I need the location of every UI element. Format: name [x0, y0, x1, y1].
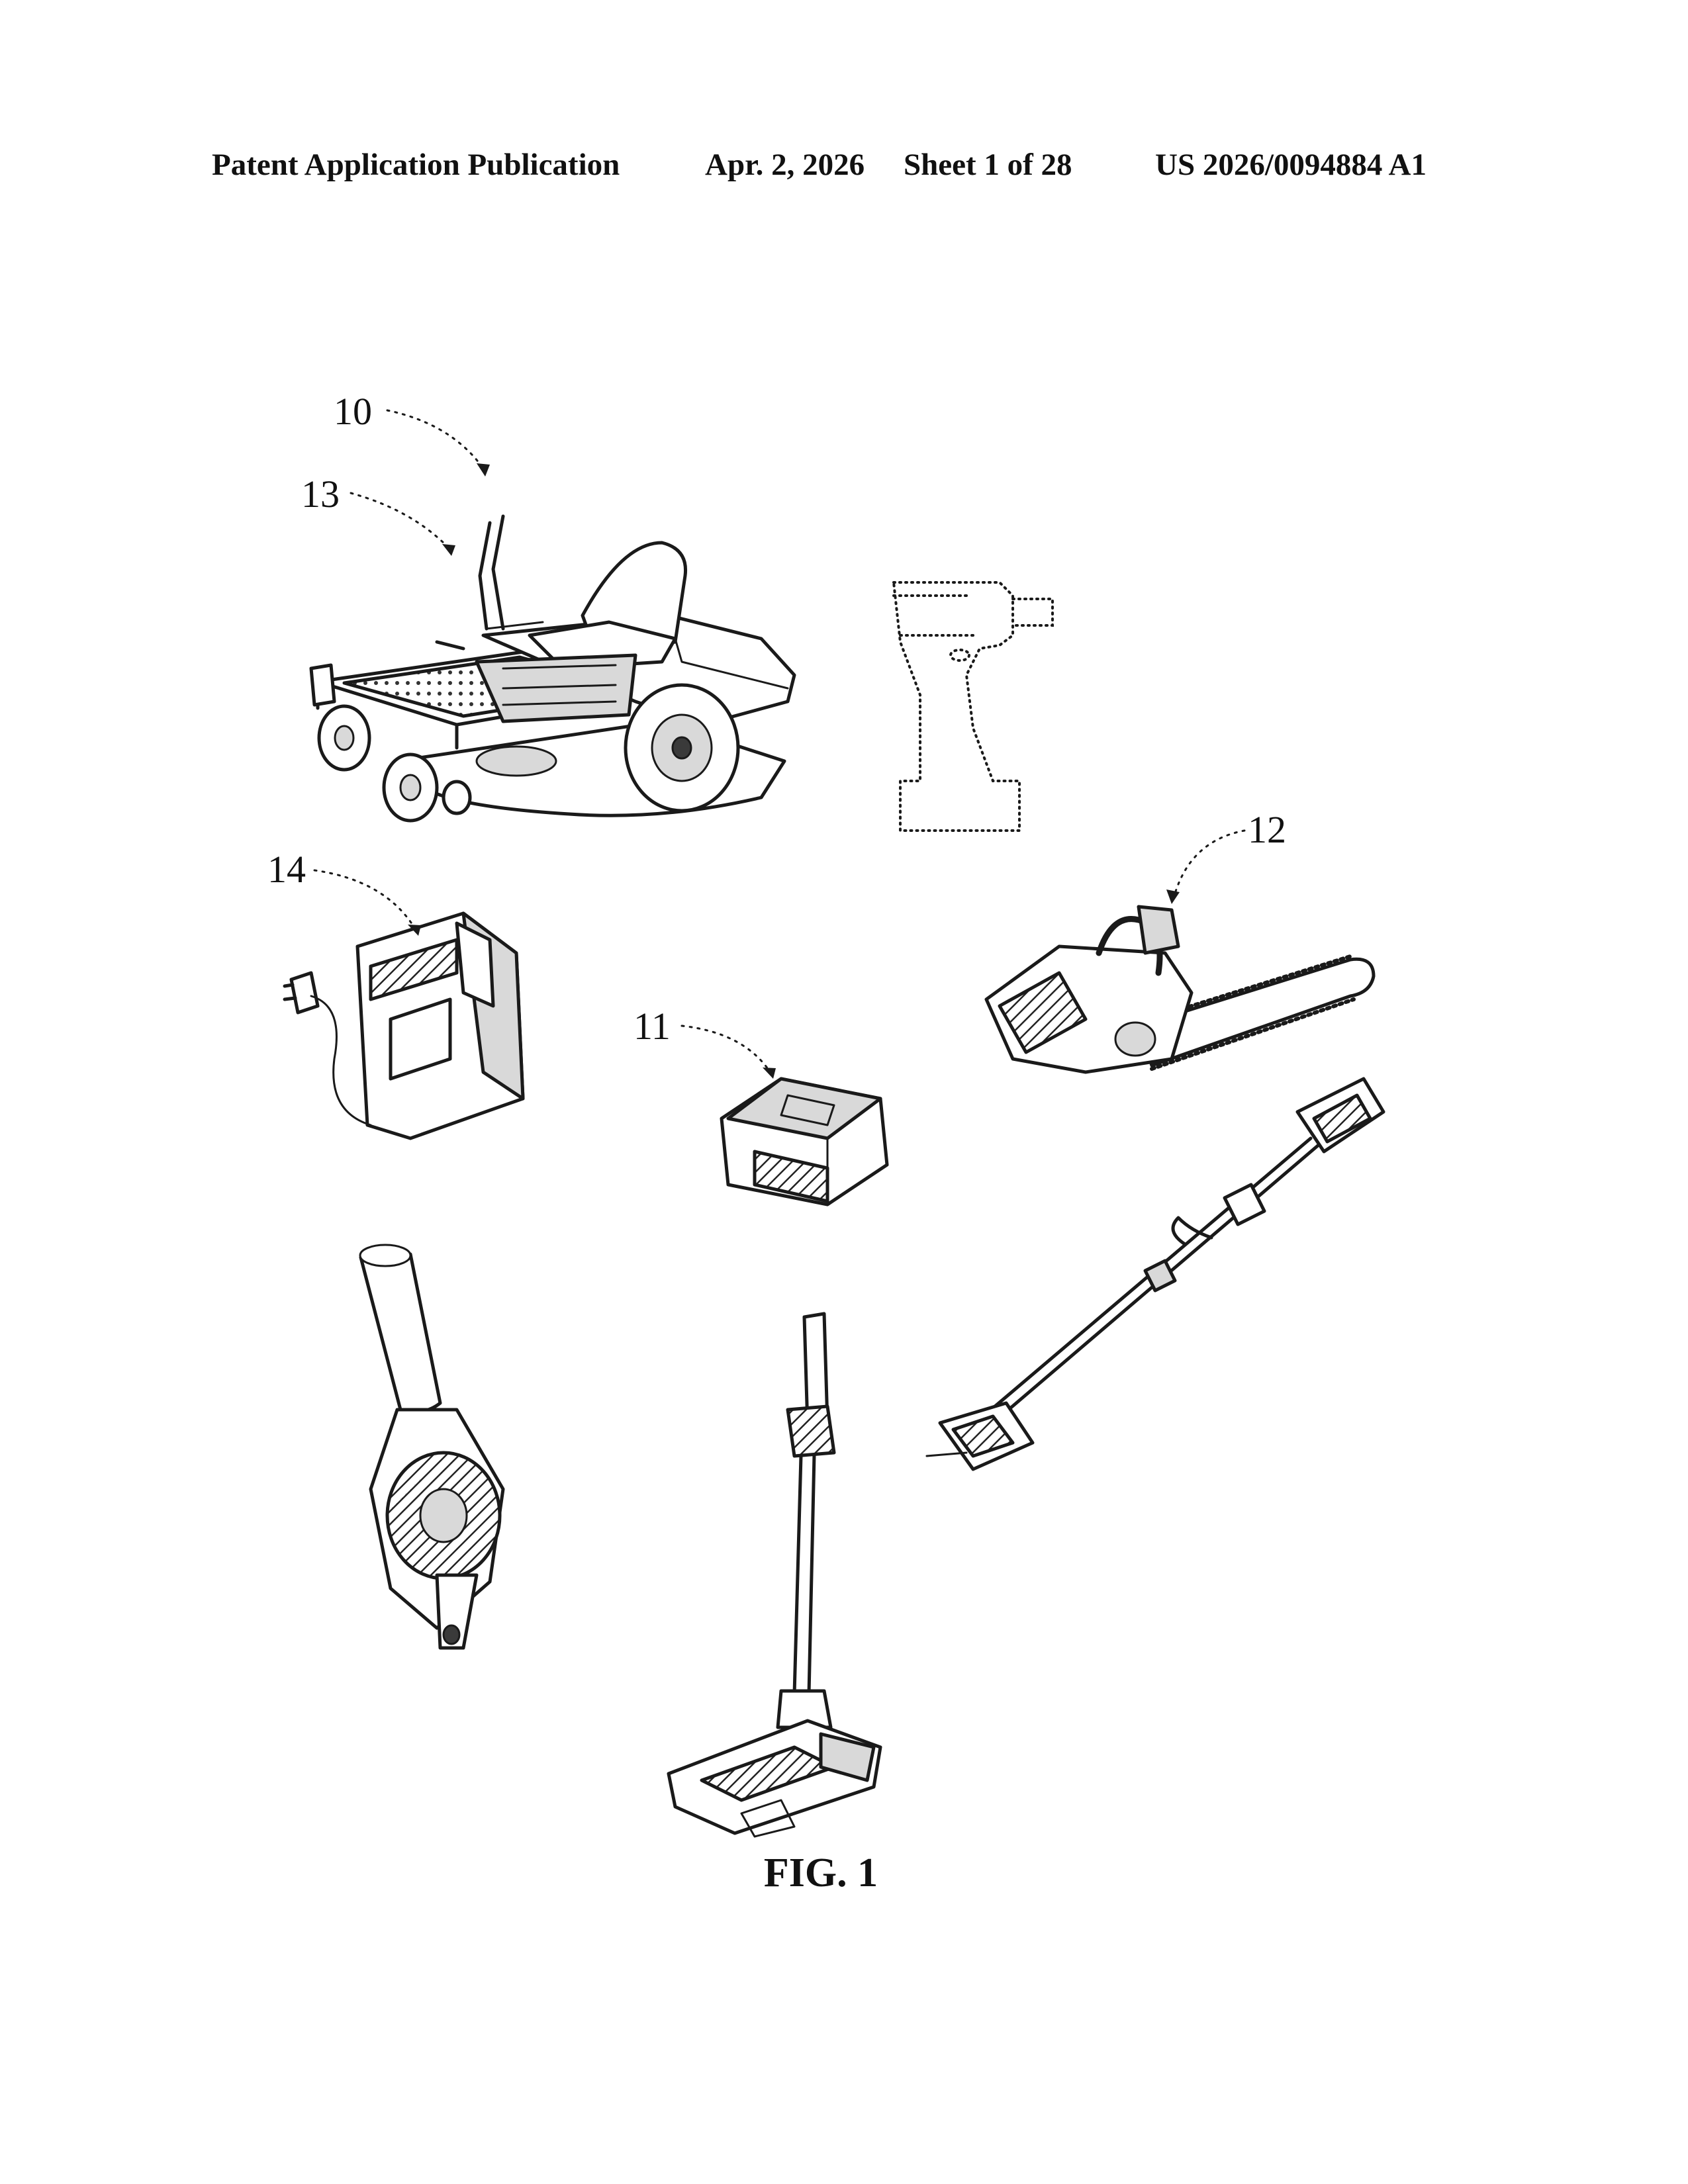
chainsaw: [986, 907, 1374, 1072]
reference-numeral-10: 10: [334, 392, 372, 431]
leader-13: [351, 493, 447, 546]
reference-numeral-14: 14: [267, 850, 306, 889]
leader-11: [682, 1026, 768, 1069]
reference-numeral-12: 12: [1248, 811, 1286, 849]
leader-12: [1175, 831, 1244, 893]
stick-vacuum: [669, 1314, 880, 1837]
leader-14: [314, 870, 414, 927]
reference-numeral-13: 13: [301, 475, 340, 514]
charger: [285, 913, 523, 1138]
leaf-blower: [360, 1245, 503, 1648]
riding-mower: [311, 516, 794, 821]
reference-numeral-11: 11: [633, 1007, 671, 1046]
impact-driver: [894, 582, 1053, 831]
string-trimmer: [927, 1079, 1383, 1469]
figure-caption: FIG. 1: [0, 1850, 1642, 1897]
leader-10: [387, 410, 482, 467]
battery-pack: [722, 1079, 887, 1205]
